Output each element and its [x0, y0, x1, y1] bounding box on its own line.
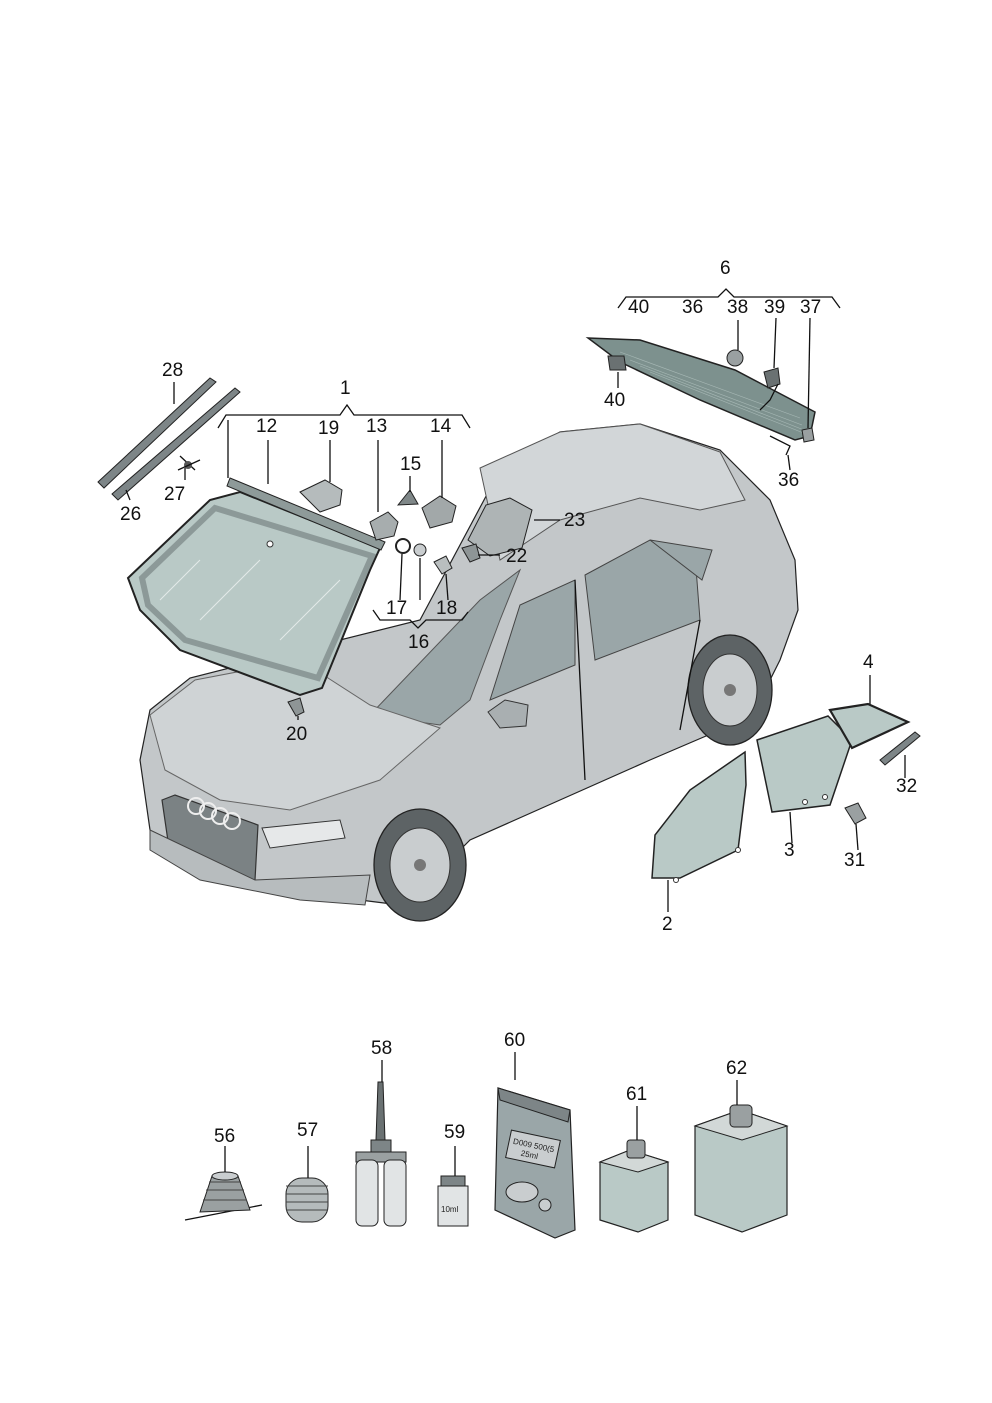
car-rear-side-window — [584, 539, 701, 661]
part-number-labels: 28 26 27 1 12 19 13 14 15 23 22 17 18 16… — [120, 258, 917, 1147]
windshield-black-border — [138, 504, 377, 682]
label-60: 60 — [504, 1030, 525, 1051]
roof-moulding-left — [97, 377, 217, 489]
quarter-glass-4 — [828, 702, 911, 750]
label-62: 62 — [726, 1058, 747, 1079]
car-illustration — [139, 423, 799, 922]
ring-16 — [413, 543, 427, 557]
car-quarter-window — [649, 539, 713, 581]
bottle-61 — [598, 1139, 670, 1233]
clip-18 — [433, 555, 453, 575]
harness-39 — [763, 367, 781, 389]
clip-27 — [177, 455, 201, 471]
bag-60: D009 500(5 25ml — [494, 1087, 576, 1239]
label-22: 22 — [506, 546, 527, 567]
cable-39 — [759, 383, 779, 411]
label-59: 59 — [444, 1122, 465, 1143]
accessories: 10ml D009 500(5 25ml — [184, 1081, 789, 1239]
car-front-bumper — [149, 829, 371, 906]
label-56: 56 — [214, 1126, 235, 1147]
label-2: 2 — [662, 914, 673, 935]
car-front-wheel — [373, 808, 467, 922]
label-26: 26 — [120, 504, 141, 525]
roof-moulding-right — [111, 387, 241, 501]
label-39: 39 — [764, 297, 785, 318]
bracket-22 — [461, 543, 481, 563]
label-28: 28 — [162, 360, 183, 381]
label-38: 38 — [727, 297, 748, 318]
callout-lines — [125, 288, 906, 1178]
label-14: 14 — [430, 416, 452, 437]
label-58: 58 — [371, 1038, 392, 1059]
plug-20 — [287, 697, 305, 717]
car-roof — [479, 423, 746, 561]
housing-23 — [467, 497, 533, 557]
cover-15 — [396, 489, 419, 506]
connector-37 — [801, 427, 815, 443]
label-36: 36 — [778, 470, 799, 491]
roof-moulding-group — [97, 377, 241, 501]
label-57: 57 — [297, 1120, 318, 1141]
label-18: 18 — [436, 598, 457, 619]
label-16: 16 — [408, 632, 429, 653]
seal-32 — [879, 731, 921, 766]
clip-31 — [844, 802, 867, 825]
sensor-14 — [421, 495, 457, 529]
label-32: 32 — [896, 776, 917, 797]
bracket-13 — [369, 511, 399, 541]
side-windows — [651, 702, 921, 883]
cable-36 — [769, 435, 791, 456]
cord-spool-56 — [184, 1171, 263, 1221]
rear-window-glass — [585, 337, 816, 441]
label-40-top: 40 — [628, 297, 649, 318]
rear-window-part — [585, 337, 816, 456]
label-61: 61 — [626, 1084, 647, 1105]
rear-door-glass-3 — [756, 715, 853, 813]
car-door-line — [574, 579, 701, 781]
cover-19 — [299, 479, 343, 513]
windshield-part — [126, 477, 386, 697]
car-windshield-area — [368, 568, 522, 726]
label-4: 4 — [863, 652, 874, 673]
front-door-glass-2 — [651, 750, 747, 879]
ring-17 — [395, 538, 411, 554]
label-17: 17 — [386, 598, 407, 619]
bag-text-line2: 25ml — [520, 1149, 539, 1161]
label-19: 19 — [318, 418, 339, 439]
label-3: 3 — [784, 840, 795, 861]
label-37: 37 — [800, 297, 821, 318]
label-6: 6 — [720, 258, 731, 279]
windshield-seal-strip — [226, 477, 386, 551]
label-36-top: 36 — [682, 297, 703, 318]
bottle-62 — [693, 1104, 789, 1233]
cartridge-58 — [355, 1081, 407, 1227]
label-12: 12 — [256, 416, 277, 437]
label-23: 23 — [564, 510, 585, 531]
label-1: 1 — [340, 378, 351, 399]
label-20: 20 — [286, 724, 307, 745]
mirror-mount-parts — [287, 479, 533, 717]
vial-volume-text: 10ml — [441, 1205, 459, 1214]
label-31: 31 — [844, 850, 865, 871]
label-13: 13 — [366, 416, 387, 437]
label-40: 40 — [604, 390, 625, 411]
grommet-38 — [726, 349, 744, 367]
connector-40 — [607, 355, 627, 371]
car-side-mirror — [487, 699, 529, 729]
vial-59: 10ml — [437, 1175, 469, 1227]
car-rear-wheel — [687, 634, 773, 746]
car-rings-logo — [187, 797, 241, 830]
label-15: 15 — [400, 454, 421, 475]
label-27: 27 — [164, 484, 185, 505]
coil-57 — [285, 1177, 329, 1223]
car-headlight — [261, 819, 346, 849]
